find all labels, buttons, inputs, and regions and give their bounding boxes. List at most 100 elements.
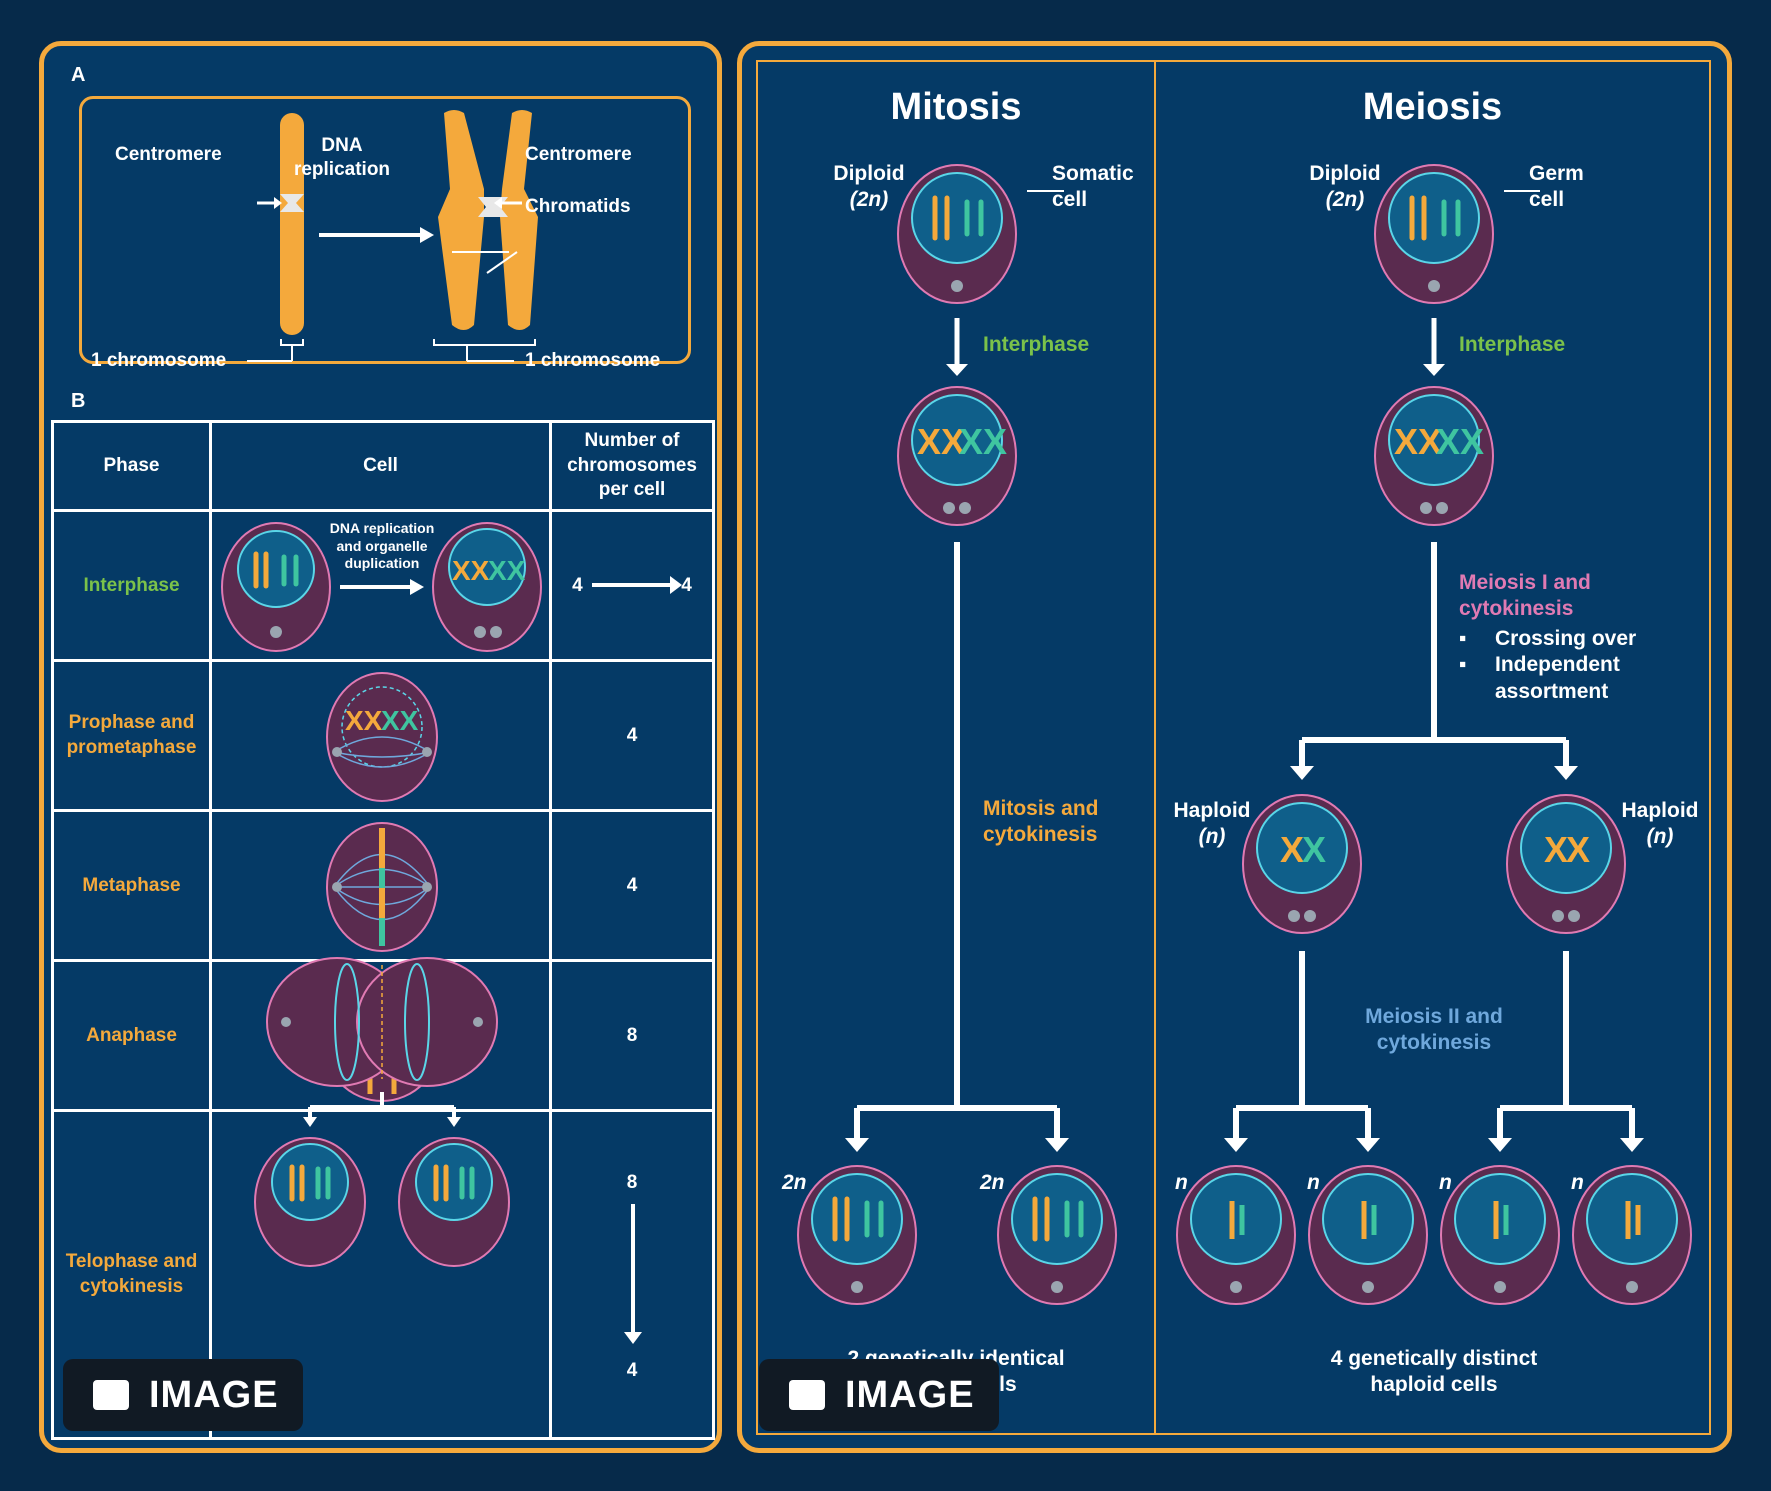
bullet-crossing-over: Crossing over [1495, 627, 1637, 650]
prophase-cell-graphic: XX XX [326, 672, 438, 802]
svg-text:X: X [1544, 829, 1568, 870]
chromosome-replication-graphic [247, 110, 538, 362]
metaphase-cell-graphic [326, 822, 438, 952]
image-badge-right: IMAGE [759, 1359, 999, 1431]
phase-table: Phase Cell Number of chromosomes per cel… [51, 420, 715, 1440]
daughter-ploidy-label: n [1439, 1171, 1452, 1194]
count-cell: 8 [549, 959, 715, 1112]
mitosis-title: Mitosis [890, 86, 1022, 128]
panel-a-letter: A [71, 64, 86, 86]
table-row: Prophase and prometaphase XX XX 4 [51, 659, 715, 812]
svg-text:XX: XX [959, 421, 1007, 462]
image-icon [93, 1380, 129, 1410]
image-badge-label: IMAGE [149, 1373, 279, 1416]
bullet-icon: ▪ [1459, 627, 1467, 650]
mitosis-interphase-label: Interphase [983, 333, 1090, 356]
panel-left: A Centromere [39, 41, 722, 1453]
image-badge-left: IMAGE [63, 1359, 303, 1431]
svg-text:X: X [1566, 829, 1590, 870]
division-flow-graphic: XX XX XX XX [797, 164, 1692, 1305]
cell-graphic: XX XX [209, 659, 552, 812]
one-chromosome-label-left: 1 chromosome [91, 350, 227, 371]
dna-replication-label: DNA replication [293, 135, 391, 180]
meiosis-ii-label: Meiosis II and cytokinesis [1365, 1005, 1503, 1055]
chromosome-rods [253, 551, 299, 589]
count-cell: 4 [549, 659, 715, 812]
count-cell: 4 [549, 809, 715, 962]
mitosis-interphase-cell: XX XX [897, 386, 1017, 526]
mitosis-diploid-cell [897, 164, 1017, 304]
mitosis-daughter-cell-1 [797, 1165, 917, 1305]
cell-graphic: XX XX DNA replication and organelle dupl… [209, 509, 552, 662]
daughter-ploidy-label: 2n [782, 1171, 807, 1194]
phase-name: Metaphase [51, 809, 212, 962]
haploid-text: Haploid [1621, 799, 1699, 822]
somatic-cell-label: Somatic cell [1052, 162, 1134, 212]
meiosis-interphase-cell: XX XX [1374, 386, 1494, 526]
down-arrow-icon [624, 1204, 642, 1344]
count-from: 8 [626, 1172, 638, 1193]
meiosis-result-label: 4 genetically distinct haploid cells [1330, 1347, 1538, 1397]
count-cell: 8 4 [549, 1109, 715, 1440]
meiosis-interphase-label: Interphase [1459, 333, 1566, 356]
svg-text:XX: XX [381, 705, 419, 736]
image-badge-label: IMAGE [845, 1373, 975, 1416]
diploid-text: Diploid [1309, 162, 1381, 185]
header-cell: Cell [209, 420, 552, 512]
mitosis-daughter-cell-2 [997, 1165, 1117, 1305]
svg-text:X: X [1302, 829, 1326, 870]
count-to: 4 [626, 1360, 638, 1381]
panel-b-letter: B [71, 390, 86, 412]
meiosis-title: Meiosis [1362, 86, 1503, 128]
haploid-ploidy: (n) [1198, 825, 1226, 849]
telophase-cells-graphic [254, 957, 510, 1267]
meiosis-i-label: Meiosis I and cytokinesis [1459, 571, 1591, 621]
phase-name: Prophase and prometaphase [51, 659, 212, 812]
meiosis-diploid-label: Diploid (2n) [1300, 161, 1390, 214]
svg-text:XX: XX [917, 421, 965, 462]
svg-text:X: X [1280, 829, 1304, 870]
haploid-cell-right: X X [1506, 794, 1626, 934]
image-icon [789, 1380, 825, 1410]
daughter-ploidy-label: 2n [980, 1171, 1005, 1194]
table-header-row: Phase Cell Number of chromosomes per cel… [51, 420, 715, 512]
centromere-label-left: Centromere [115, 144, 222, 165]
phase-name: Interphase [51, 509, 212, 662]
chromosome-replication-box: Centromere DNA replication Centromere Ch… [79, 96, 691, 371]
bullet-icon: ▪ [1459, 653, 1467, 677]
daughter-ploidy-label: n [1571, 1171, 1584, 1194]
svg-text:XX: XX [345, 705, 383, 736]
haploid-ploidy: (n) [1646, 825, 1674, 849]
diploid-ploidy: (2n) [1325, 188, 1365, 212]
svg-text:XX: XX [488, 555, 526, 586]
mitosis-diploid-label: Diploid (2n) [824, 161, 914, 214]
interphase-cells-graphic: XX XX [221, 522, 542, 652]
daughter-ploidy-label: n [1175, 1171, 1188, 1194]
header-phase: Phase [51, 420, 212, 512]
phase-name: Anaphase [51, 959, 212, 1112]
mitosis-process-label: Mitosis and cytokinesis [983, 797, 1099, 847]
bullet-independent-assortment: Independent assortment [1495, 653, 1620, 703]
centromere-label-right: Centromere [525, 144, 632, 165]
diploid-ploidy: (2n) [849, 188, 889, 212]
germ-cell-label: Germ cell [1529, 162, 1584, 212]
diploid-text: Diploid [833, 162, 905, 185]
count-to: 4 [681, 574, 692, 596]
meiosis-i-bullets: ▪ Crossing over ▪ Independent assortment [1459, 626, 1699, 705]
haploid-label-left: Haploid (n) [1167, 798, 1257, 851]
right-arrow-icon [592, 576, 682, 595]
svg-text:XX: XX [1394, 421, 1442, 462]
haploid-label-right: Haploid (n) [1615, 798, 1705, 851]
table-row: Metaphase 4 [51, 809, 715, 962]
header-count: Number of chromosomes per cell [549, 420, 715, 512]
one-chromosome-label-right: 1 chromosome [525, 350, 661, 371]
count-from: 4 [572, 574, 583, 596]
svg-text:XX: XX [452, 555, 490, 586]
table-row: Interphase XX XX [51, 509, 715, 662]
interphase-cell-note: DNA replication and organelle duplicatio… [329, 520, 435, 571]
panel-right: XX XX XX XX [737, 41, 1732, 1453]
meiosis-daughter-cells [1176, 1165, 1692, 1305]
svg-text:XX: XX [1436, 421, 1484, 462]
count-cell: 4 4 [549, 509, 715, 662]
haploid-text: Haploid [1173, 799, 1251, 822]
